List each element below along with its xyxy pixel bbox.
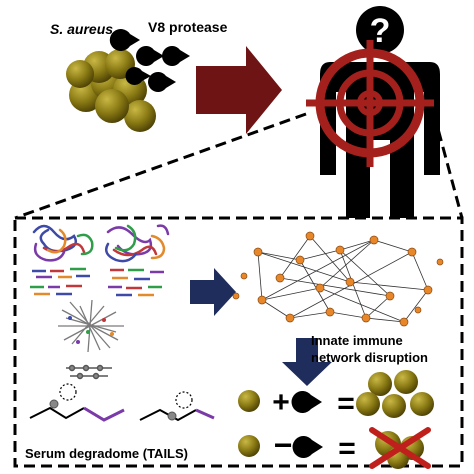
equals-symbol: = — [338, 432, 356, 465]
protein-tangle-icon — [34, 226, 168, 261]
network-disruption-line1: Innate immune — [311, 332, 471, 349]
peptide-mesh-icon — [58, 300, 124, 352]
degradome-label: Serum degradome (TAILS) — [25, 446, 188, 461]
right-arrow-icon — [196, 46, 282, 134]
peptide-chain-icon — [66, 366, 112, 379]
organism-label: S. aureus — [50, 21, 113, 37]
network-disruption-line2: network disruption — [311, 349, 471, 366]
right-arrow-icon — [190, 268, 236, 316]
equation-row-active — [238, 370, 434, 418]
equals-symbol: = — [337, 387, 355, 420]
minus-symbol: − — [274, 427, 293, 463]
peptide-fragment-icon — [30, 269, 164, 295]
protease-label: V8 protease — [148, 19, 227, 35]
network-disruption-label: Innate immune network disruption — [311, 332, 471, 366]
plus-symbol: + — [272, 386, 290, 419]
chemical-structure-icon — [30, 384, 214, 420]
